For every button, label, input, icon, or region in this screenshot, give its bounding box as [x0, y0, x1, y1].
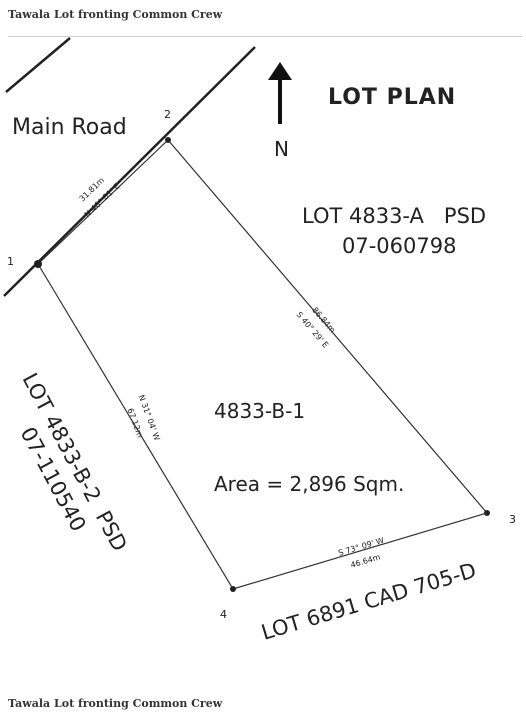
corner-marker-1: [34, 260, 42, 268]
boundary-distance-3-4: 46.64m: [349, 552, 381, 569]
neighbor-lot-a-line1: LOT 4833-A PSD: [302, 204, 486, 228]
corner-marker-4: [230, 586, 236, 592]
road-edge-line-upper: [5, 37, 71, 93]
boundary-distance-4-1: 67.12m: [126, 407, 145, 439]
lot-area: Area = 2,896 Sqm.: [214, 472, 404, 496]
north-label: N: [274, 137, 289, 161]
corner-label-3: 3: [509, 513, 516, 526]
north-arrow-icon: [268, 62, 292, 124]
plan-title: LOT PLAN: [328, 85, 456, 110]
corner-marker-2: [165, 137, 171, 143]
lot-id: 4833-B-1: [214, 399, 305, 423]
footer-caption: Tawala Lot fronting Common Crew: [8, 697, 223, 710]
road-edge-line-lower: [3, 46, 256, 297]
corner-label-2: 2: [164, 108, 171, 121]
road-label: Main Road: [12, 115, 127, 140]
header-caption: Tawala Lot fronting Common Crew: [8, 8, 223, 21]
neighbor-lot-a-line2: 07-060798: [342, 234, 456, 258]
corner-label-1: 1: [7, 255, 14, 268]
header-divider: [8, 36, 522, 37]
corner-marker-3: [484, 510, 490, 516]
corner-label-4: 4: [220, 608, 227, 621]
